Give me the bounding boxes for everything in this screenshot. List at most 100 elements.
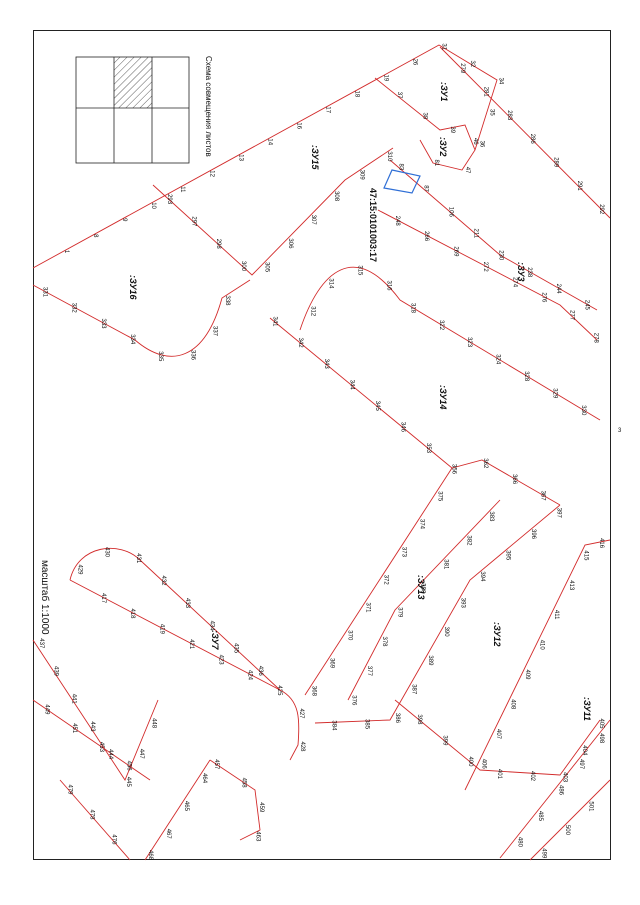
point-label: 298 <box>215 239 221 250</box>
point-label: 322 <box>438 320 444 331</box>
point-label: 329 <box>551 388 557 399</box>
point-label: 308 <box>333 191 339 202</box>
point-label: 272 <box>482 262 488 273</box>
point-label: 316 <box>386 281 392 292</box>
point-label: 449 <box>43 704 49 715</box>
point-label: 106 <box>448 207 454 218</box>
current-sheet-hatch <box>114 57 152 108</box>
point-label: 467 <box>165 829 171 840</box>
point-label: 444 <box>107 749 113 760</box>
point-label: 328 <box>523 371 529 382</box>
point-label: 293 <box>166 194 172 205</box>
point-label: 424 <box>247 670 253 681</box>
point-label: 300 <box>240 261 246 272</box>
parcel-label: :ЗУ13 <box>416 575 426 600</box>
point-label: 479 <box>67 785 73 796</box>
point-label: 297 <box>191 216 197 227</box>
point-label: 333 <box>100 319 106 330</box>
point-label: 459 <box>258 802 264 813</box>
point-label: 248 <box>394 216 400 227</box>
point-label: 389 <box>427 655 433 666</box>
parcel-label: :ЗУ1 <box>439 82 449 102</box>
point-label: 457 <box>213 759 219 770</box>
point-label: 266 <box>423 231 429 242</box>
point-label: 12 <box>208 170 214 177</box>
point-label: 269 <box>453 246 459 257</box>
point-label: 497 <box>578 759 584 770</box>
point-label: 369 <box>329 658 335 669</box>
point-label: 436 <box>257 666 263 677</box>
point-label: 433 <box>184 598 190 609</box>
point-label: 292 <box>598 204 604 215</box>
point-label: 382 <box>465 535 471 546</box>
point-label: 39 <box>449 126 455 133</box>
parcel-label: :ЗУ2 <box>438 137 448 157</box>
point-label: 315 <box>357 265 363 276</box>
point-label: 81 <box>433 160 439 167</box>
point-label: 373 <box>401 547 407 558</box>
point-label: 38 <box>422 113 428 120</box>
scale-label: масштаб 1:1000 <box>39 560 51 635</box>
point-label: 435 <box>233 643 239 654</box>
point-label: 397 <box>555 508 561 519</box>
parcel-label: :ЗУ3 <box>516 262 526 282</box>
point-label: 342 <box>297 338 303 349</box>
point-label: 36 <box>478 141 484 148</box>
parcel-label: :ЗУ11 <box>582 697 592 721</box>
point-label: 274 <box>511 277 517 288</box>
point-label: 230 <box>498 250 504 261</box>
point-label: 47 <box>464 167 470 174</box>
point-label: 398 <box>416 714 422 725</box>
point-label: 1 <box>63 250 69 254</box>
point-label: 341 <box>272 317 278 328</box>
point-label: 245 <box>584 300 590 311</box>
point-label: 37 <box>396 92 402 99</box>
parcel-label: :ЗУ14 <box>438 385 448 410</box>
point-label: 323 <box>466 337 472 348</box>
point-label: 480 <box>516 837 522 848</box>
point-label: 14 <box>266 138 272 145</box>
point-label: 8 <box>92 234 98 238</box>
point-label: 334 <box>129 334 135 345</box>
point-label: 443 <box>89 721 95 732</box>
point-label: 368 <box>311 686 317 697</box>
point-label: 343 <box>323 359 329 370</box>
point-label: 346 <box>400 422 406 433</box>
point-label: 498 <box>598 733 604 744</box>
point-label: 465 <box>183 801 189 812</box>
point-label: 456 <box>126 761 132 772</box>
point-label: 286 <box>529 134 535 145</box>
point-label: 415 <box>582 550 588 561</box>
point-label: 396 <box>530 529 536 540</box>
point-label: 362 <box>482 458 488 469</box>
point-label: 406 <box>480 759 486 770</box>
point-label: 379 <box>397 607 403 618</box>
point-label: 429 <box>77 565 83 576</box>
point-label: 16 <box>295 122 301 129</box>
point-label: 501 <box>588 801 594 812</box>
point-label: 318 <box>409 303 415 314</box>
point-label: 276 <box>541 292 547 303</box>
point-label: 211 <box>473 229 479 239</box>
point-label: 439 <box>52 666 58 677</box>
point-label: 409 <box>524 670 530 681</box>
point-label: 427 <box>298 709 304 720</box>
point-label: 401 <box>496 769 502 780</box>
point-label: 395 <box>504 550 510 561</box>
point-label: 500 <box>564 825 570 836</box>
point-label: 384 <box>331 720 337 731</box>
point-label: 31 <box>441 43 447 50</box>
point-label: 413 <box>568 580 574 591</box>
point-label: 10 <box>150 202 156 209</box>
sheet-layout-scheme <box>75 56 190 164</box>
point-label: 423 <box>217 655 223 666</box>
point-label: 309 <box>358 170 364 181</box>
point-label: 345 <box>374 401 380 412</box>
point-label: 385 <box>364 719 370 730</box>
point-label: 338 <box>224 296 230 307</box>
point-label: 464 <box>201 773 207 784</box>
point-label: 387 <box>410 684 416 695</box>
point-label: 499 <box>541 848 547 859</box>
